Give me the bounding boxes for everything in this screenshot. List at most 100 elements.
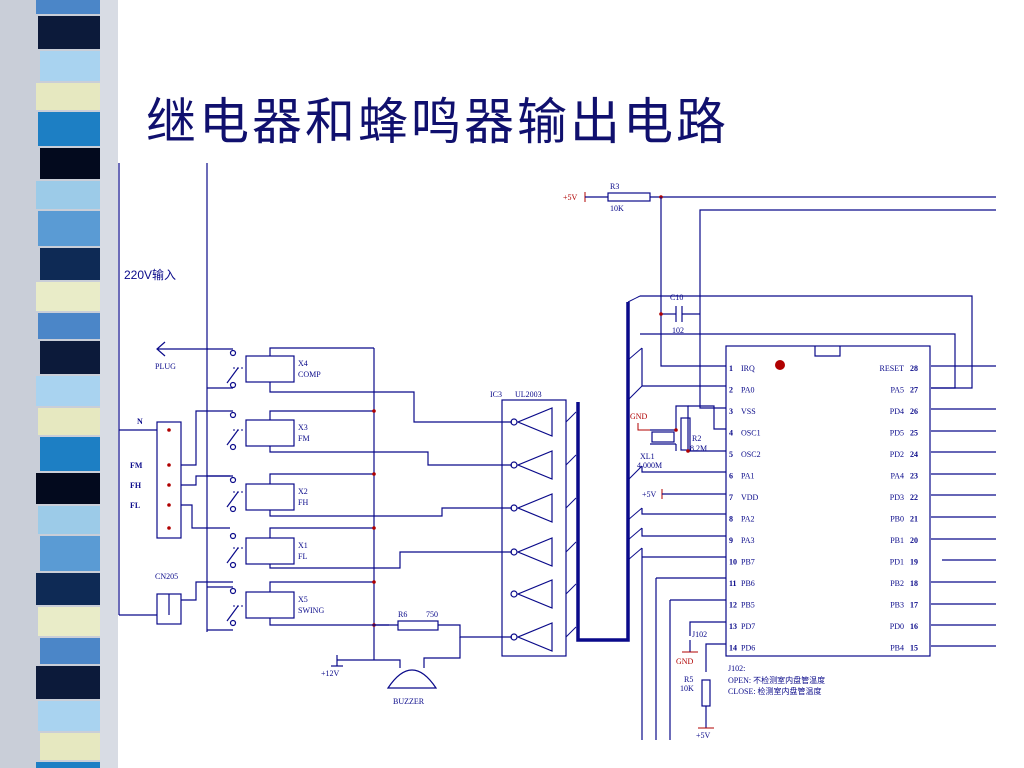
svg-text:SWING: SWING [298, 606, 324, 615]
terminal-fm-label: FM [130, 461, 143, 470]
r3-ref: R3 [610, 182, 619, 191]
r2-ref: R2 [692, 434, 701, 443]
mcu-pin-25-name: PD5 [890, 429, 904, 438]
gnd-label-j102: GND [676, 657, 694, 666]
svg-text:X5: X5 [298, 595, 308, 604]
connector-cn205-label: CN205 [155, 572, 178, 581]
stripe-block [36, 181, 100, 209]
mcu-pin-2-number: 2 [729, 386, 733, 395]
svg-text:COMP: COMP [298, 370, 321, 379]
relay-x2: X2 FH [245, 483, 308, 511]
gnd-label-osc: GND [630, 412, 648, 421]
decorative-side-stripe [0, 0, 118, 768]
supply-5v-top: +5V [563, 193, 578, 202]
stripe-block [40, 638, 104, 664]
svg-text:FM: FM [298, 434, 310, 443]
svg-text:X3: X3 [298, 423, 308, 432]
ic3-ref: IC3 [490, 390, 502, 399]
stripe-block [36, 762, 100, 768]
stripe-block [38, 211, 102, 246]
input-220v-label: 220V输入 [124, 267, 176, 282]
svg-text:FH: FH [298, 498, 308, 507]
stripe-block [40, 341, 104, 374]
stripe-block [38, 313, 102, 339]
mcu-pin-4-name: OSC1 [741, 429, 761, 438]
mcu-pin-24-number: 24 [910, 450, 918, 459]
stripe-block [40, 536, 104, 571]
mcu-pin-19-name: PD1 [890, 558, 904, 567]
relay-switches [207, 348, 243, 631]
mcu-pin-5-name: OSC2 [741, 450, 761, 459]
stripe-block [36, 376, 100, 406]
r5-value: 10K [680, 684, 694, 693]
mcu-pin-12-number: 12 [729, 601, 737, 610]
stripe-block [36, 0, 100, 14]
c10-ref: C10 [670, 293, 683, 302]
stripe-block [40, 437, 104, 471]
driver-buffers [510, 407, 553, 652]
mcu-pin-2-name: PA0 [741, 386, 755, 395]
terminal-fl-label: FL [130, 501, 140, 510]
mcu-pin-10-name: PB7 [741, 558, 755, 567]
mcu-pin-23-number: 23 [910, 472, 918, 481]
jumper-note-close: CLOSE: 检测室内盘管温度 [728, 686, 822, 696]
mcu-pin-11-number: 11 [729, 579, 737, 588]
jumper-j102-ref: J102 [692, 630, 707, 639]
r6-ref: R6 [398, 610, 407, 619]
jumper-note-open: OPEN: 不检测室内盘管温度 [728, 675, 825, 685]
mcu-pin-5-number: 5 [729, 450, 733, 459]
mcu-pin-21-number: 21 [910, 515, 918, 524]
mcu-pin-25-number: 25 [910, 429, 918, 438]
r3-value: 10K [610, 204, 624, 213]
mcu-pin-20-number: 20 [910, 536, 918, 545]
stripe-block [36, 573, 100, 605]
circuit-schematic: 220V输入 PLUG N FM FH FL CN205 [118, 163, 996, 740]
microcontroller [725, 345, 931, 657]
stripe-block [40, 51, 104, 81]
svg-text:X4: X4 [298, 359, 308, 368]
mcu-pin-1-number: 1 [729, 364, 733, 373]
supply-5v-r5: +5V [696, 731, 711, 740]
driver-ic-ul2003 [501, 399, 567, 657]
mcu-pin-27-number: 27 [910, 386, 918, 395]
mcu-pin-16-number: 16 [910, 622, 918, 631]
r6-value: 750 [426, 610, 438, 619]
mcu-pin-7-name: VDD [741, 493, 759, 502]
stripe-block [38, 607, 102, 636]
stripe-block [40, 248, 104, 280]
mcu-pin-27-name: PA5 [891, 386, 905, 395]
mcu-pin-8-name: PA2 [741, 515, 755, 524]
c10-value: 102 [672, 326, 684, 335]
mcu-pin-14-name: PD6 [741, 644, 755, 653]
buzzer-label: BUZZER [393, 697, 425, 706]
mcu-pin-16-name: PD0 [890, 622, 904, 631]
mcu-pin-4-number: 4 [729, 429, 733, 438]
mcu-pin-11-name: PB6 [741, 579, 755, 588]
svg-text:FL: FL [298, 552, 307, 561]
ic3-part: UL2003 [515, 390, 542, 399]
stripe-block [40, 733, 104, 760]
terminal-fh-label: FH [130, 481, 142, 490]
mcu-pin-18-number: 18 [910, 579, 918, 588]
svg-text:X2: X2 [298, 487, 308, 496]
plug-arrow-icon [156, 341, 208, 357]
relay-x5: X5 SWING [245, 591, 324, 619]
r5-ref: R5 [684, 675, 693, 684]
resistor-r3 [607, 192, 651, 202]
mcu-pin-3-number: 3 [729, 407, 733, 416]
mcu-pin-9-name: PA3 [741, 536, 755, 545]
mcu-pin-1-name: IRQ [741, 364, 755, 373]
mcu-pin-13-name: PD7 [741, 622, 755, 631]
terminal-n-label: N [137, 417, 143, 426]
supply-12v-label: +12V [321, 669, 340, 678]
signal-bus [576, 302, 630, 642]
mcu-pin-17-number: 17 [910, 601, 918, 610]
plug-label: PLUG [155, 362, 176, 371]
mcu-pin-9-number: 9 [729, 536, 733, 545]
mcu-pin-20-name: PB1 [890, 536, 904, 545]
stripe-block [40, 148, 104, 179]
stripe-block [38, 408, 102, 435]
stripe-block [38, 112, 102, 146]
